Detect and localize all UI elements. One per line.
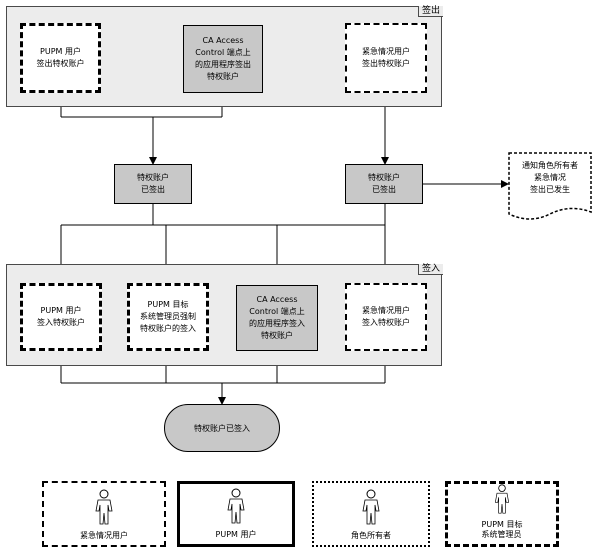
login-panel-label: 签入 xyxy=(418,264,444,275)
checked-out-right-box: 特权账户 已签出 xyxy=(345,164,423,204)
ca-access-login-box: CA Access Control 端点上 的应用程序签入 特权账户 xyxy=(236,285,318,351)
pupm-user-logout-box: PUPM 用户 签出特权账户 xyxy=(20,23,101,93)
person-icon xyxy=(227,488,245,524)
logout-panel-label: 签出 xyxy=(418,6,444,17)
emergency-user-login-box: 紧急情况用户 签入特权账户 xyxy=(345,283,427,351)
legend-label: 紧急情况用户 xyxy=(80,531,128,540)
legend-label: 角色所有者 xyxy=(351,531,391,540)
legend-emergency-user: 紧急情况用户 xyxy=(42,481,166,547)
legend-role-owner: 角色所有者 xyxy=(312,481,430,547)
legend-pupm-user: PUPM 用户 xyxy=(177,481,295,547)
person-icon xyxy=(494,484,510,514)
checked-in-terminal: 特权账户已签入 xyxy=(164,404,280,452)
checked-out-left-box: 特权账户 已签出 xyxy=(114,164,192,204)
notify-document-shape xyxy=(508,152,592,220)
pupm-admin-login-box: PUPM 目标 系统管理员强制 特权账户的签入 xyxy=(127,283,209,351)
ca-access-logout-box: CA Access Control 端点上 的应用程序签出 特权账户 xyxy=(183,25,263,93)
legend-label: PUPM 用户 xyxy=(215,530,257,539)
notify-owner-text: 通知角色所有者 紧急情况 签出已发生 xyxy=(522,161,578,194)
person-icon xyxy=(95,489,113,525)
pupm-user-login-box: PUPM 用户 签入特权账户 xyxy=(20,283,102,351)
emergency-user-logout-box: 紧急情况用户 签出特权账户 xyxy=(345,23,427,93)
person-icon xyxy=(362,489,380,525)
legend-label: PUPM 目标 系统管理员 xyxy=(481,520,523,539)
legend-pupm-admin: PUPM 目标 系统管理员 xyxy=(445,481,559,547)
